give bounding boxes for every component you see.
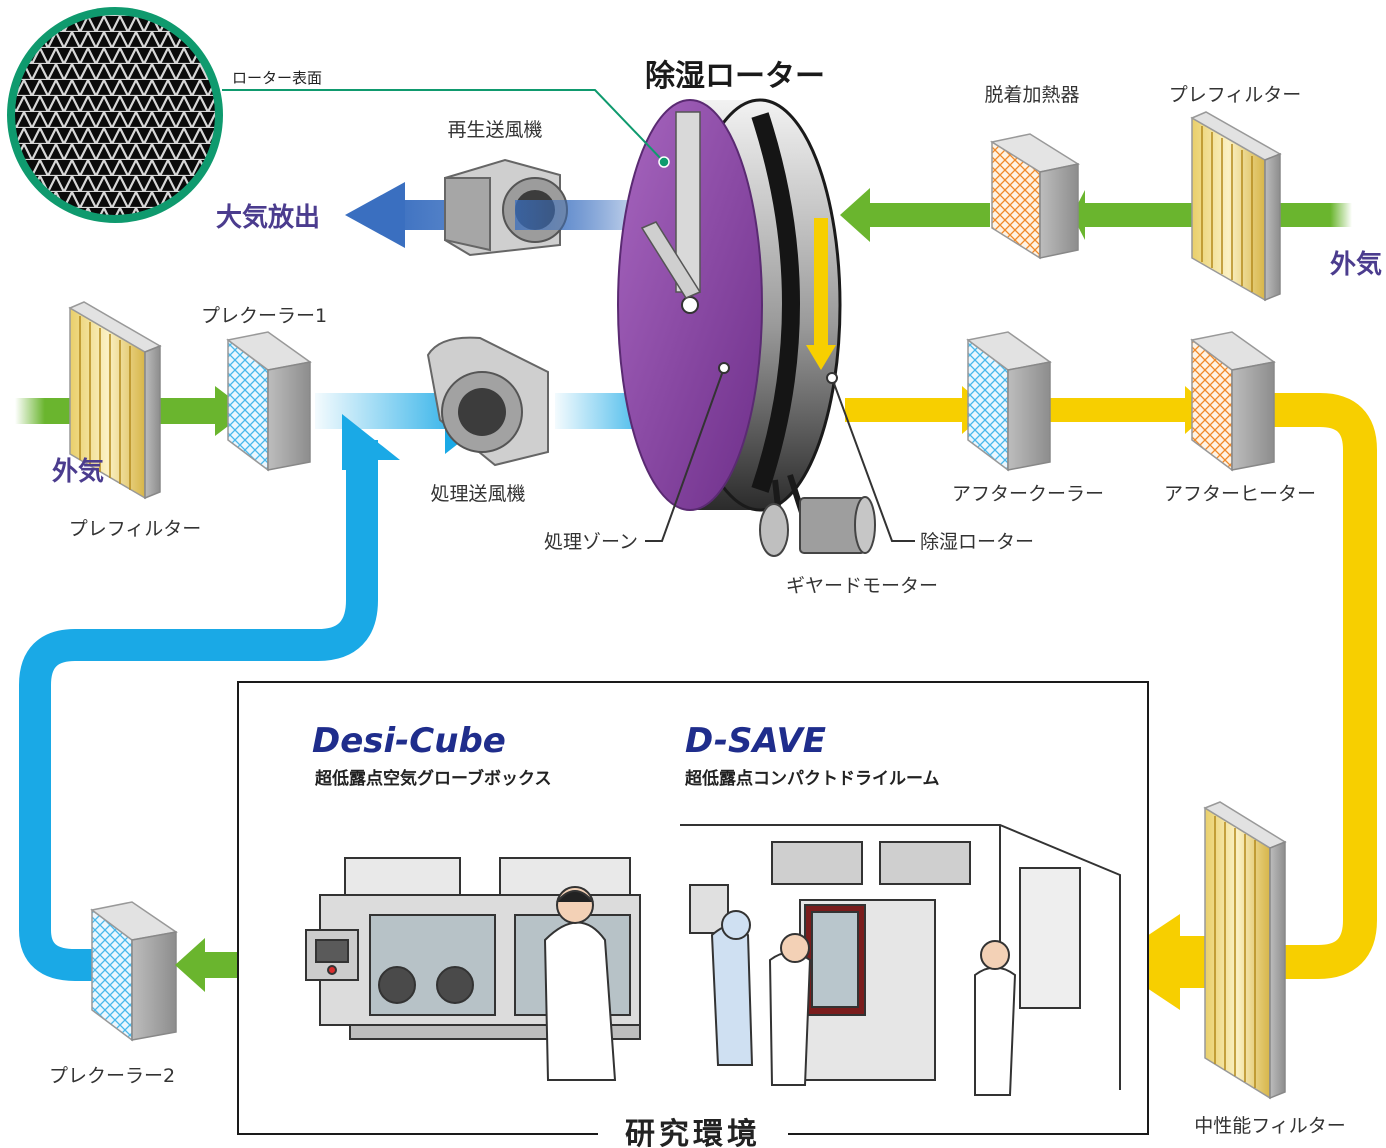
rotor-leader bbox=[831, 377, 915, 542]
regen-green-arrow-2 bbox=[840, 188, 870, 242]
exhaust-label: 大気放出 bbox=[216, 202, 320, 233]
aftercooler-label: アフタークーラー bbox=[952, 483, 1104, 505]
product2-brand: D-SAVE bbox=[685, 721, 826, 761]
environment-label: 研究環境 bbox=[625, 1117, 761, 1148]
geared-motor bbox=[759, 496, 876, 557]
desiccant-rotor bbox=[617, 98, 842, 512]
afterheater bbox=[1190, 331, 1276, 472]
regen-green-duct-1 bbox=[1085, 203, 1210, 227]
desorption-heater-label: 脱着加熱器 bbox=[984, 84, 1079, 106]
environment-label-bg bbox=[598, 1118, 788, 1148]
outside-air-right-inflow bbox=[1280, 203, 1352, 227]
geared-motor-label: ギヤードモーター bbox=[786, 575, 938, 597]
process-zone-pin bbox=[718, 362, 730, 374]
regen-fan-label: 再生送風機 bbox=[447, 119, 542, 141]
rotation-arrow bbox=[806, 218, 836, 370]
rotor-surface-leader bbox=[222, 89, 665, 163]
precooler2-label: プレクーラー2 bbox=[49, 1065, 175, 1087]
product1-brand: Desi-Cube bbox=[312, 721, 506, 761]
rotor-pin bbox=[826, 372, 838, 384]
rotor-surface-pin bbox=[658, 156, 670, 168]
prefilter-left-label: プレフィルター bbox=[69, 518, 202, 540]
desorption-heater bbox=[990, 133, 1080, 260]
product1-desc: 超低露点空気グローブボックス bbox=[315, 768, 551, 789]
process-zone-leader bbox=[645, 367, 725, 542]
regen-green-duct-2 bbox=[855, 203, 990, 227]
dry-room-illustration bbox=[680, 824, 1121, 1090]
supply-air-duct bbox=[1210, 393, 1377, 979]
process-zone-label: 処理ゾーン bbox=[544, 531, 638, 553]
aftercooler bbox=[966, 331, 1052, 472]
rotor-label: 除湿ローター bbox=[920, 531, 1034, 553]
afterheater-label: アフターヒーター bbox=[1164, 483, 1316, 505]
page-title: 除湿ローター bbox=[645, 59, 825, 94]
return-green-arrow bbox=[175, 938, 205, 992]
process-fan-label: 処理送風機 bbox=[430, 483, 525, 505]
outside-air-right-label: 外気 bbox=[1330, 249, 1382, 280]
researcher-glovebox bbox=[543, 886, 617, 1081]
supply-yellow-duct-1 bbox=[845, 398, 975, 422]
return-air-duct bbox=[19, 440, 378, 981]
rotor-surface-magnifier bbox=[7, 7, 223, 223]
prefilter-top-label: プレフィルター bbox=[1169, 84, 1302, 106]
researchers-dryroom bbox=[710, 910, 1017, 1096]
outside-air-left-label: 外気 bbox=[52, 456, 104, 487]
medium-efficiency-filter bbox=[1203, 801, 1287, 1100]
precooler-2 bbox=[90, 901, 178, 1042]
prefilter-top bbox=[1190, 111, 1282, 302]
process-fan bbox=[426, 336, 549, 467]
precooler-1 bbox=[226, 331, 312, 472]
product2-desc: 超低露点コンパクトドライルーム bbox=[685, 768, 940, 789]
supply-yellow-duct-2 bbox=[1050, 398, 1195, 422]
precooler1-label: プレクーラー1 bbox=[201, 305, 327, 327]
mid-filter-label: 中性能フィルター bbox=[1194, 1115, 1346, 1137]
prefilter-left bbox=[68, 301, 162, 500]
rotor-surface-label: ローター表面 bbox=[232, 69, 322, 87]
exhaust-arrow bbox=[345, 182, 405, 248]
